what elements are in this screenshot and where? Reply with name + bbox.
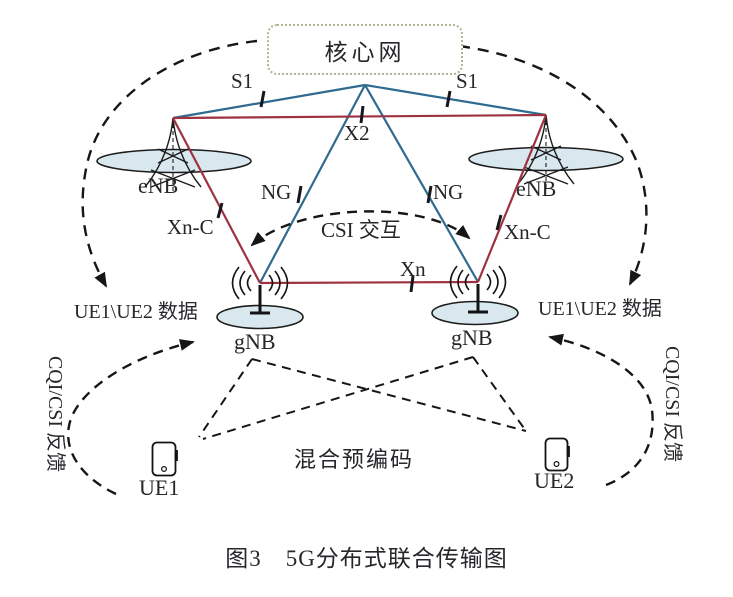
ue1-label: UE1 (139, 475, 180, 500)
xnc-link-right (476, 114, 548, 283)
enb-label-right: eNB (516, 176, 557, 201)
blue-links (172, 83, 547, 284)
enb-tower-left-icon (144, 117, 202, 192)
csi-exchange-arc (250, 210, 471, 247)
x2-link (172, 113, 547, 120)
hybrid-precoding-label: 混合预编码 (294, 447, 415, 472)
s1-link-left (172, 83, 366, 120)
enb-label-left: eNB (138, 173, 179, 198)
core-network-box: 核心网 (267, 24, 463, 75)
xnc-link-left (172, 117, 261, 284)
figure-caption: 图3 5G分布式联合传输图 (225, 546, 508, 571)
cqi-feedback-curves (66, 333, 654, 496)
xnc-label-left: Xn-C (167, 215, 214, 239)
s1-label-right: S1 (456, 69, 479, 93)
core-arc-right (458, 44, 648, 286)
enb-left-coverage (96, 148, 252, 174)
xnc-label-right: Xn-C (504, 220, 551, 244)
ue-data-label-left: UE1\UE2 数据 (74, 301, 198, 323)
gnb-antenna-right-icon (449, 265, 507, 314)
csi-exchange-label: CSI 交互 (321, 218, 401, 242)
ng-label-right: NG (433, 180, 464, 204)
ng-link-left (259, 84, 366, 284)
ue2-label: UE2 (534, 468, 575, 493)
gnb-antenna-left-icon (231, 266, 289, 315)
ue1-phone-icon (151, 441, 178, 477)
xn-label: Xn (400, 257, 426, 281)
ue2-phone-icon (544, 437, 570, 472)
core-arc-left (81, 39, 258, 288)
cqi-feedback-label-left: CQI/CSI 反馈 (44, 355, 66, 473)
cqi-feedback-label-right: CQI/CSI 反馈 (661, 345, 683, 463)
ng-link-right (364, 84, 479, 283)
x2-label: X2 (344, 121, 370, 145)
cqi-feedback-curve-left (66, 339, 195, 496)
ng-label-left: NG (261, 180, 292, 204)
s1-link-right (364, 83, 547, 117)
red-links (172, 113, 548, 285)
xn-link (259, 280, 479, 285)
gnb-label-left: gNB (234, 329, 276, 354)
ue-data-label-right: UE1\UE2 数据 (538, 298, 662, 320)
enb-tower-right-icon (517, 114, 575, 189)
precoding-links (198, 356, 527, 440)
gnb-label-right: gNB (451, 325, 493, 350)
core-data-arcs (81, 39, 648, 288)
s1-label-left: S1 (231, 69, 254, 93)
interface-ticks (216, 90, 503, 293)
